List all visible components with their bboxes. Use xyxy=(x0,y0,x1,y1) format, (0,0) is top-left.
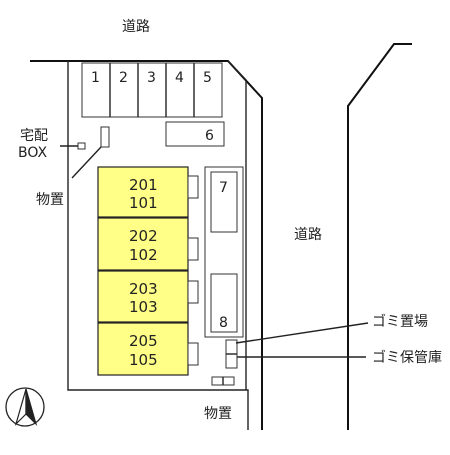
parking-space-4: 4 xyxy=(175,70,184,86)
parking-space-7-box xyxy=(210,171,238,233)
parking-space-8: 8 xyxy=(219,315,228,331)
unit-lower-3: 103 xyxy=(129,298,158,316)
site-boundary xyxy=(30,60,263,430)
unit-upper-3: 203 xyxy=(129,280,158,298)
unit-lower-1: 101 xyxy=(129,194,158,212)
storage-label-left: 物置 xyxy=(36,192,64,208)
road-label-right: 道路 xyxy=(294,227,322,243)
parking-space-7: 7 xyxy=(219,180,228,196)
parcel-box-label-2: BOX xyxy=(18,145,47,161)
unit-block-2 xyxy=(97,217,189,271)
parcel-box xyxy=(77,142,86,150)
unit-block-3 xyxy=(97,270,189,323)
unit-upper-1: 201 xyxy=(129,176,158,194)
storage-shed-left xyxy=(100,126,110,148)
unit-upper-4: 205 xyxy=(129,332,158,350)
unit-block-4 xyxy=(97,322,189,376)
parking-space-6: 6 xyxy=(205,128,214,144)
building: 201 101 202 102 203 103 205 105 xyxy=(97,166,199,376)
parcel-box-label-1: 宅配 xyxy=(20,128,48,144)
garbage-area-label: ゴミ置場 xyxy=(372,313,428,330)
parking-row-top: 1 2 3 4 5 xyxy=(81,62,223,118)
parking-space-5: 5 xyxy=(203,70,212,86)
unit-upper-2: 202 xyxy=(129,227,158,245)
garbage-storage-label: ゴミ保管庫 xyxy=(372,349,442,366)
unit-lower-4: 105 xyxy=(129,351,158,369)
storage-label-bottom: 物置 xyxy=(204,406,232,422)
parking-space-6-box xyxy=(165,121,225,147)
road-edge-right xyxy=(347,43,412,430)
road-label-top: 道路 xyxy=(122,19,150,35)
parking-space-2: 2 xyxy=(119,70,128,86)
north-arrow-icon xyxy=(5,387,45,427)
parking-space-3: 3 xyxy=(147,70,156,86)
unit-lower-2: 102 xyxy=(129,246,158,264)
parking-space-1: 1 xyxy=(91,70,100,86)
parking-space-8-box xyxy=(210,273,238,333)
